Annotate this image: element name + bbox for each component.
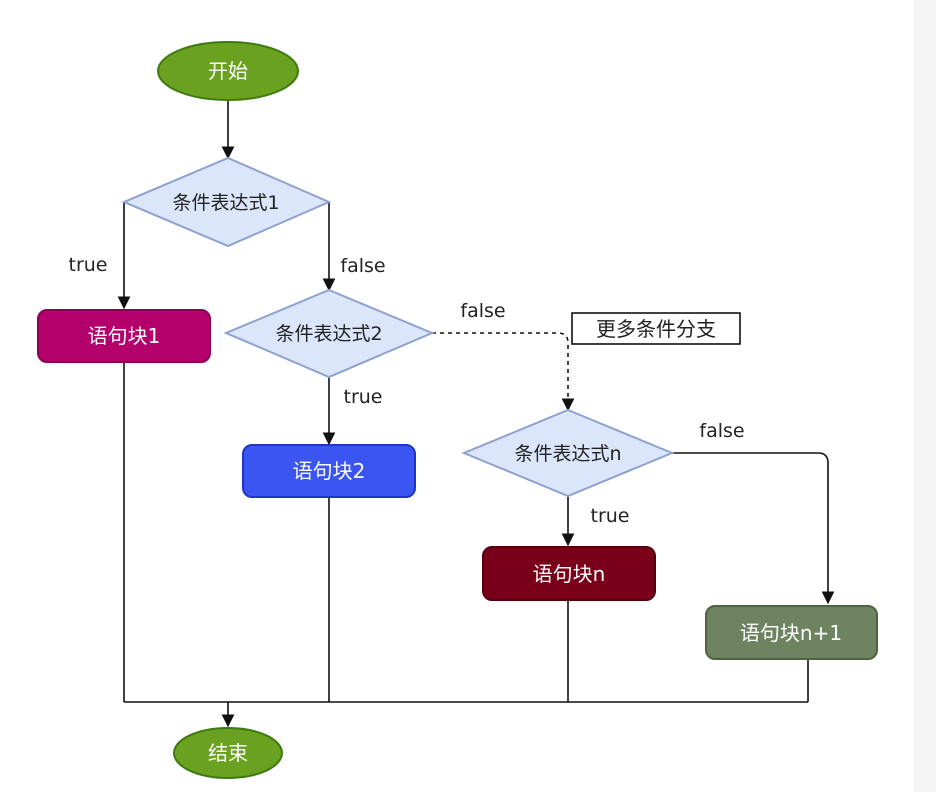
end-node-label: 结束 bbox=[208, 741, 248, 765]
edge-label-cond2-false: false bbox=[460, 300, 505, 322]
edge-label-cond2-true: true bbox=[344, 386, 383, 408]
start-node-label: 开始 bbox=[208, 59, 248, 83]
block-1-label: 语句块1 bbox=[88, 324, 161, 348]
edge-label-condn-true: true bbox=[591, 505, 630, 527]
more-branches-note-label: 更多条件分支 bbox=[596, 317, 716, 341]
edge-condn-false bbox=[672, 452, 835, 605]
condition-1-label: 条件表达式1 bbox=[172, 192, 279, 214]
condition-n-diamond: 条件表达式n bbox=[461, 408, 675, 498]
condition-2-diamond: 条件表达式2 bbox=[223, 288, 435, 379]
block-2-label: 语句块2 bbox=[293, 459, 366, 483]
edge-label-cond1-true: true bbox=[69, 254, 108, 276]
block-n-label: 语句块n bbox=[533, 562, 606, 586]
side-scroll-strip bbox=[914, 0, 936, 792]
connectors bbox=[117, 100, 835, 728]
condition-n-label: 条件表达式n bbox=[514, 443, 621, 465]
start-node: 开始 bbox=[157, 41, 299, 101]
edge-label-cond1-false: false bbox=[340, 255, 385, 277]
edge-label-condn-false: false bbox=[699, 420, 744, 442]
end-node: 结束 bbox=[173, 727, 283, 779]
block-1: 语句块1 bbox=[37, 309, 211, 363]
block-n-plus-1: 语句块n+1 bbox=[705, 605, 878, 660]
block-n: 语句块n bbox=[482, 546, 656, 601]
block-2: 语句块2 bbox=[242, 444, 416, 498]
condition-1-diamond: 条件表达式1 bbox=[121, 156, 332, 248]
more-branches-note: 更多条件分支 bbox=[571, 312, 741, 345]
condition-2-label: 条件表达式2 bbox=[275, 323, 382, 345]
block-n-plus-1-label: 语句块n+1 bbox=[740, 621, 842, 645]
edge-cond2-false-dashed bbox=[432, 332, 575, 412]
